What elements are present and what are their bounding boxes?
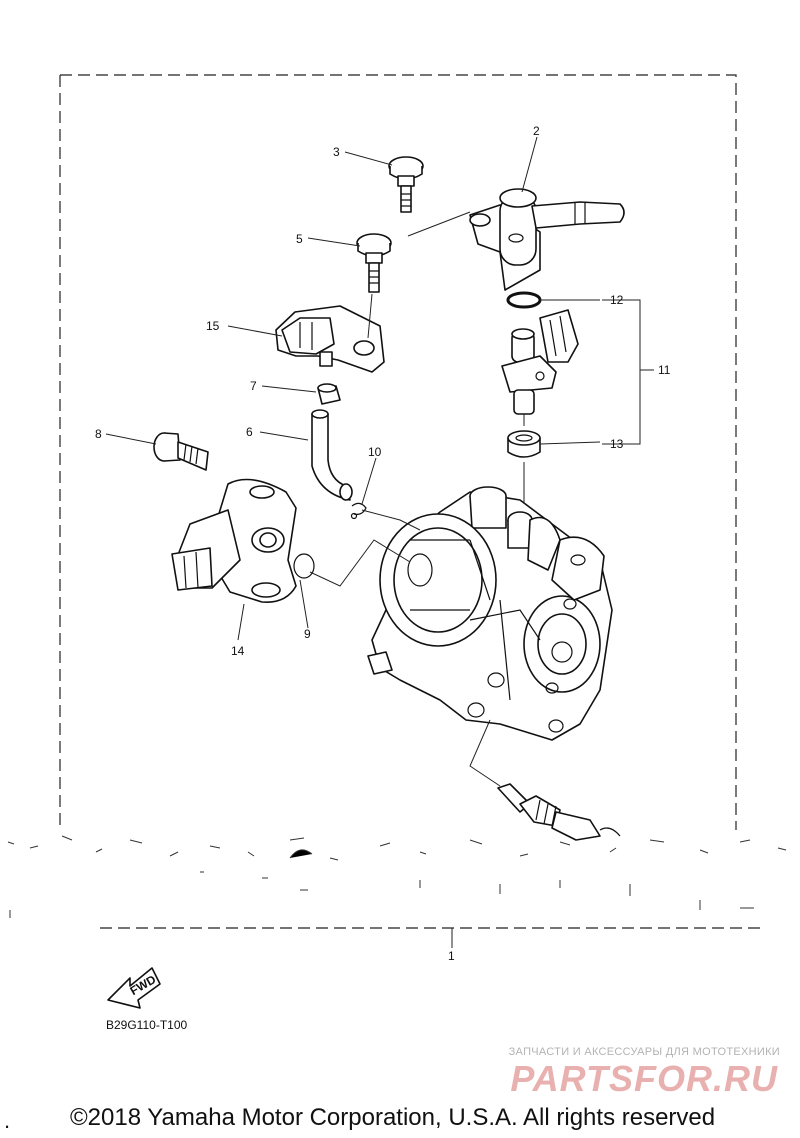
sensor-part-14 <box>171 478 297 603</box>
watermark-brand: PARTSFOR.RU <box>510 1058 778 1099</box>
callout-6: 6 <box>246 425 253 439</box>
callout-7: 7 <box>250 379 257 393</box>
clip-part-7 <box>317 383 341 405</box>
callout-11: 11 <box>658 363 671 377</box>
callout-2: 2 <box>533 124 540 138</box>
bolt-part-3 <box>388 156 424 213</box>
throttle-body <box>367 486 613 741</box>
watermark-tagline: ЗАПЧАСТИ И АКСЕССУАРЫ ДЛЯ МОТОТЕХНИКИ <box>508 1046 780 1058</box>
diagram-caption: B29G110-T100 <box>106 1018 188 1032</box>
sensor-lead <box>497 783 621 841</box>
fwd-arrow-icon: FWD <box>107 967 161 1009</box>
scan-noise <box>7 835 787 918</box>
callout-15: 15 <box>206 319 220 333</box>
callout-9: 8 <box>95 427 102 441</box>
copyright-notice: ©2018 Yamaha Motor Corporation, U.S.A. A… <box>70 1104 716 1131</box>
leader-lines <box>105 136 654 948</box>
callout-5: 5 <box>296 232 303 246</box>
callout-10: 10 <box>368 445 382 459</box>
injector-part-11 <box>501 309 579 415</box>
screw-part-9 <box>153 432 209 471</box>
clip-part-10 <box>350 502 367 520</box>
sensor-part-15 <box>275 305 385 373</box>
hose-part-6 <box>311 409 353 501</box>
callout-labels: 3 2 5 15 7 6 10 8 9 14 12 11 13 1 <box>95 124 671 963</box>
callout-13: 13 <box>610 437 624 451</box>
callout-12: 12 <box>610 293 624 307</box>
callout-3: 3 <box>333 145 340 159</box>
oring-part-8 <box>293 553 315 579</box>
fitting-part-2 <box>469 188 625 291</box>
callout-14: 14 <box>231 644 245 658</box>
callout-8: 9 <box>304 627 311 641</box>
leading-mark: . <box>4 1108 11 1133</box>
oring-part-12 <box>506 291 542 309</box>
assembly-frame <box>59 74 760 929</box>
bolt-part-5 <box>356 233 392 293</box>
callout-1: 1 <box>448 949 455 963</box>
collar-part-13 <box>507 430 541 458</box>
